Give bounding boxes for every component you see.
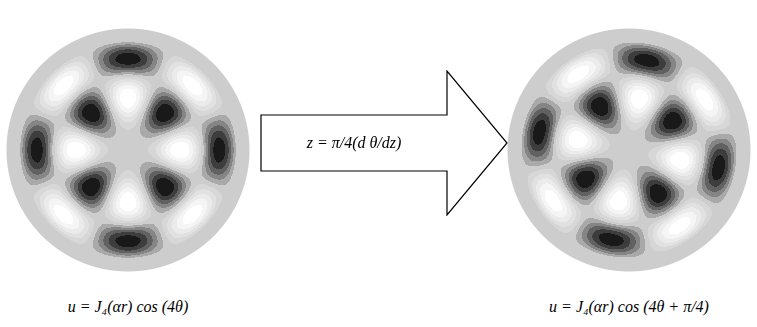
mode-pattern <box>4 26 252 274</box>
block-arrow: z = π/4(d θ/dz) <box>260 70 508 216</box>
figure-caption: u = J₄(αr) cos (4θ) <box>68 298 189 316</box>
arrow-text-area: z = π/4(d θ/dz) <box>266 115 442 171</box>
arrow-shape <box>261 71 507 215</box>
arrow-label: z = π/4(d θ/dz) <box>307 134 402 152</box>
figure-caption: u = J₄(αr) cos (4θ + π/4) <box>549 298 709 316</box>
mode-pattern <box>505 26 753 274</box>
